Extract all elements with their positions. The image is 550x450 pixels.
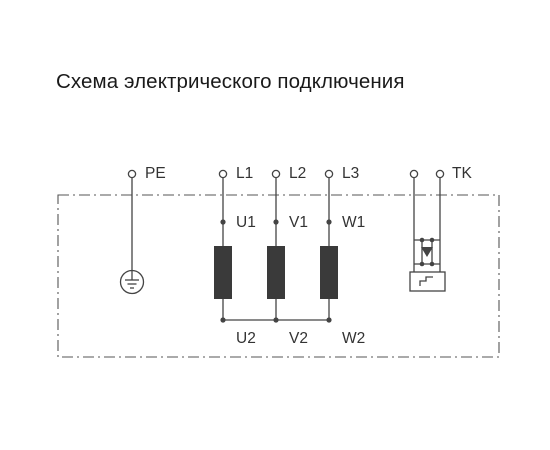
star-point-bus — [220, 317, 332, 323]
w-coil — [320, 246, 338, 299]
l3-terminal — [324, 169, 334, 179]
pe-label: PE — [145, 165, 166, 182]
l1-label: L1 — [236, 165, 253, 182]
phase-w-winding — [320, 169, 338, 320]
thermal-contact-icon — [409, 237, 446, 292]
l1-terminal — [218, 169, 228, 179]
pe-terminal — [127, 169, 137, 179]
u1-label: U1 — [236, 214, 256, 231]
tk-terminal-2 — [435, 169, 445, 179]
pe-branch — [119, 169, 145, 295]
u1-node — [220, 219, 226, 225]
diagram-title: Схема электрического подключения — [56, 70, 405, 93]
v1-label: V1 — [289, 214, 308, 231]
w1-label: W1 — [342, 214, 365, 231]
v2-label: V2 — [289, 330, 308, 347]
w1-node — [326, 219, 332, 225]
tk-branch — [409, 169, 446, 292]
l2-label: L2 — [289, 165, 306, 182]
tk-terminal-1 — [409, 169, 419, 179]
phase-v-winding — [267, 169, 285, 320]
u2-label: U2 — [236, 330, 256, 347]
v1-node — [273, 219, 279, 225]
tk-label: TK — [452, 165, 472, 182]
l2-terminal — [271, 169, 281, 179]
motor-enclosure-frame — [57, 194, 500, 358]
w2-label: W2 — [342, 330, 365, 347]
ground-icon — [119, 269, 145, 295]
phase-u-winding — [214, 169, 232, 320]
l3-label: L3 — [342, 165, 359, 182]
u-coil — [214, 246, 232, 299]
v-coil — [267, 246, 285, 299]
